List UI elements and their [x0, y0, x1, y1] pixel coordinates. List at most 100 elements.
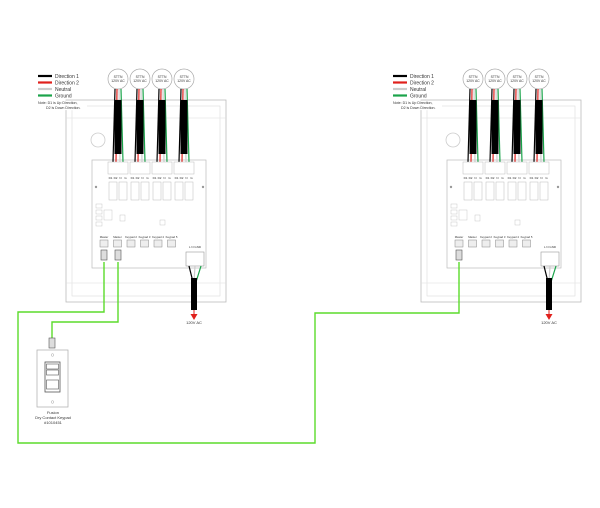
motor-cable: [114, 100, 122, 154]
mounting-hole-icon: [201, 185, 205, 189]
component: [514, 219, 521, 226]
rj45-port: [495, 239, 504, 248]
motor-label: STTN: [114, 75, 123, 79]
terminal-label: D2: [114, 176, 118, 180]
arrow-down-icon: [190, 314, 198, 320]
rj45-port: [468, 239, 477, 248]
legend-note: Note: D1 is Up Direction,: [393, 101, 433, 105]
terminal-label: G: [124, 176, 127, 180]
terminal-label: N: [496, 176, 498, 180]
terminal-label: G: [501, 176, 504, 180]
port-label: Keypad 3: [139, 235, 151, 239]
component: [103, 209, 113, 221]
terminal-label: N: [540, 176, 542, 180]
terminal-label: N: [141, 176, 143, 180]
terminal-label: N: [474, 176, 476, 180]
legend-note: D2 is Down Direction.: [46, 106, 81, 110]
terminal-label: D2: [180, 176, 184, 180]
power-terminal-label: L N GND: [189, 245, 202, 249]
power-label: 120V AC: [541, 320, 557, 325]
motor-icon: [173, 68, 195, 90]
motor-cable: [158, 100, 166, 154]
terminal-label: D1: [175, 176, 179, 180]
keypad-button: [46, 363, 59, 370]
rj45-port: [126, 239, 136, 248]
terminal-label: N: [119, 176, 121, 180]
motor-icon: [484, 68, 506, 90]
terminal-label: G: [523, 176, 526, 180]
screw-icon: [50, 400, 55, 404]
component: [458, 209, 468, 221]
terminal-label: D1: [508, 176, 512, 180]
relay: [108, 181, 118, 201]
rj45-port: [167, 239, 176, 248]
keypad-button: [46, 369, 59, 376]
relay: [162, 181, 172, 201]
terminal-label: D1: [109, 176, 113, 180]
component: [95, 221, 103, 227]
motor-cable: [136, 100, 144, 154]
power-terminal-label: L N GND: [544, 245, 557, 249]
relay: [517, 181, 527, 201]
terminal-block: [484, 161, 506, 175]
keypad-button: [46, 379, 59, 390]
motor-label: 120V AC: [133, 79, 147, 83]
motor-label: 120V AC: [155, 79, 169, 83]
terminal-label: D2: [158, 176, 162, 180]
terminal-label: D2: [469, 176, 473, 180]
terminal-label: D2: [535, 176, 539, 180]
terminal-label: G: [479, 176, 482, 180]
motor-label: STTN: [469, 75, 478, 79]
port-label: Keypad 2: [125, 235, 137, 239]
legend-note-background: [400, 105, 442, 111]
relay: [184, 181, 194, 201]
component: [119, 214, 126, 222]
keypad-label: Fusion: [47, 410, 59, 415]
rj45-port: [113, 239, 122, 248]
terminal-block: [528, 161, 550, 175]
terminal-block: [129, 161, 151, 175]
component: [95, 215, 103, 221]
terminal-block: [462, 161, 484, 175]
rj45-connector-icon: [114, 249, 122, 261]
legend-label: Ground: [55, 94, 72, 100]
knockout-icon: [90, 132, 106, 148]
motor-icon: [151, 68, 173, 90]
motor-cable: [535, 100, 543, 154]
terminal-label: D1: [486, 176, 490, 180]
terminal-label: D1: [131, 176, 135, 180]
motor-label: 120V AC: [111, 79, 125, 83]
relay: [473, 181, 483, 201]
relay: [140, 181, 150, 201]
component: [95, 203, 103, 209]
terminal-label: D2: [513, 176, 517, 180]
relay: [485, 181, 495, 201]
screw-icon: [50, 353, 55, 357]
rj45-port: [140, 239, 149, 248]
rj45-port: [481, 239, 491, 248]
enclosure-inner: [426, 105, 576, 297]
component: [450, 215, 458, 221]
rj45-connector-icon: [455, 249, 463, 261]
link-wire-keypad: [51, 262, 119, 340]
terminal-block: [506, 161, 528, 175]
rj45-port: [153, 239, 163, 248]
rj45-connector-icon: [48, 337, 56, 349]
port-label: Keypad 4: [507, 235, 519, 239]
component: [450, 221, 458, 227]
terminal-label: G: [190, 176, 193, 180]
relay: [174, 181, 184, 201]
port-label: Keypad 5: [521, 235, 533, 239]
relay: [130, 181, 140, 201]
motor-label: STTN: [158, 75, 167, 79]
knockout-icon: [445, 132, 461, 148]
legend-note-background: [45, 105, 87, 111]
power-label: 120V AC: [186, 320, 202, 325]
motor-label: STTN: [513, 75, 522, 79]
terminal-label: G: [545, 176, 548, 180]
mounting-hole-icon: [449, 185, 453, 189]
terminal-label: D1: [530, 176, 534, 180]
component: [95, 209, 103, 215]
